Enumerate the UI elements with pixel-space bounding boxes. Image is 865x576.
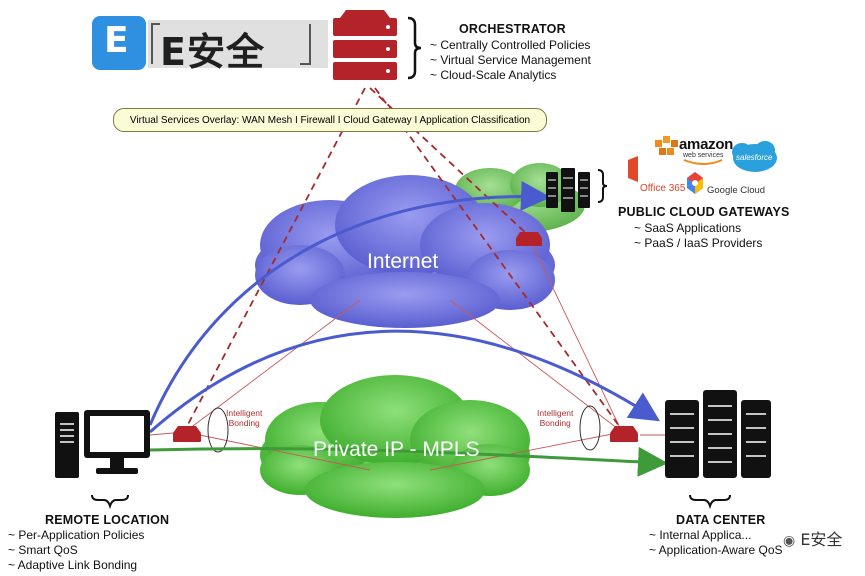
amazon-sub-label: web services [683, 152, 724, 159]
orchestrator-control-lines [184, 87, 623, 431]
cloud-gateway-brace [597, 169, 608, 203]
watermark-text: E安全 [800, 530, 843, 549]
orchestrator-item-1: ~ Virtual Service Management [430, 53, 591, 67]
bonding-label-left: Intelligent Bonding [226, 408, 262, 428]
remote-item-0: ~ Per-Application Policies [8, 528, 145, 542]
cloud-gateway-server-icon [546, 168, 590, 212]
datacenter-server-icon [665, 390, 771, 478]
watermark: ◉ E安全 [783, 526, 842, 550]
bonding-label-right: Intelligent Bonding [537, 408, 573, 428]
google-cloud-icon [687, 172, 703, 194]
datacenter-brace [689, 494, 731, 510]
orchestrator-item-2: ~ Cloud-Scale Analytics [430, 68, 557, 82]
bonding-ring-right [579, 405, 601, 451]
mpls-label: Private IP - MPLS [313, 438, 480, 461]
brand-logo-text: E安全 [160, 30, 265, 74]
office365-icon [628, 156, 638, 182]
public-cloud-item-0: ~ SaaS Applications [634, 221, 742, 235]
brand-logo-left-bracket [151, 23, 160, 64]
amazon-icon [655, 136, 723, 165]
edge-device-remote [173, 426, 201, 442]
brand-logo-banner [148, 20, 328, 68]
internet-path-arrows [148, 181, 661, 434]
bonding-ring-left [207, 407, 229, 453]
office365-label: Office 365 [640, 183, 686, 194]
remote-brace [91, 494, 129, 510]
edge-device-cloud [516, 232, 542, 246]
bonding-label-right-line-1: Intelligent [537, 408, 574, 418]
orchestrator-brace [407, 16, 422, 80]
edge-device-datacenter [610, 426, 638, 442]
remote-item-2: ~ Adaptive Link Bonding [8, 558, 138, 572]
brand-logo-right-bracket [300, 24, 311, 65]
google-cloud-label: Google Cloud [707, 185, 766, 196]
watermark-icon: ◉ [783, 533, 796, 549]
bonding-label-right-line-2: Bonding [539, 418, 571, 428]
orchestrator-item-0: ~ Centrally Controlled Policies [430, 38, 591, 52]
orchestrator-server-icon [333, 10, 397, 80]
remote-location-title: REMOTE LOCATION [45, 513, 170, 527]
amazon-label: amazon [679, 136, 734, 153]
bonding-label-left-line-2: Bonding [228, 418, 260, 428]
datacenter-title: DATA CENTER [676, 513, 766, 527]
mpls-path-arrow [149, 446, 668, 477]
remote-computer-icon [55, 410, 150, 478]
brand-logo-letter: E [104, 20, 129, 61]
salesforce-label: salesforce [736, 153, 773, 162]
mpls-cloud [260, 375, 530, 518]
datacenter-item-1: ~ Application-Aware QoS [649, 543, 783, 557]
public-cloud-item-1: ~ PaaS / IaaS Providers [634, 236, 763, 250]
internet-cloud [255, 175, 555, 328]
bonding-label-left-line-1: Intelligent [226, 408, 263, 418]
orchestrator-title: ORCHESTRATOR [459, 22, 566, 36]
virtual-services-overlay-label: Virtual Services Overlay: WAN Mesh I Fir… [113, 108, 547, 132]
public-cloud-title: PUBLIC CLOUD GATEWAYS [618, 205, 790, 219]
internet-label: Internet [367, 250, 439, 273]
brand-logo-mark [92, 16, 146, 70]
salesforce-icon [732, 141, 777, 172]
remote-item-1: ~ Smart QoS [8, 543, 78, 557]
datacenter-item-0: ~ Internal Applica... [649, 528, 752, 542]
